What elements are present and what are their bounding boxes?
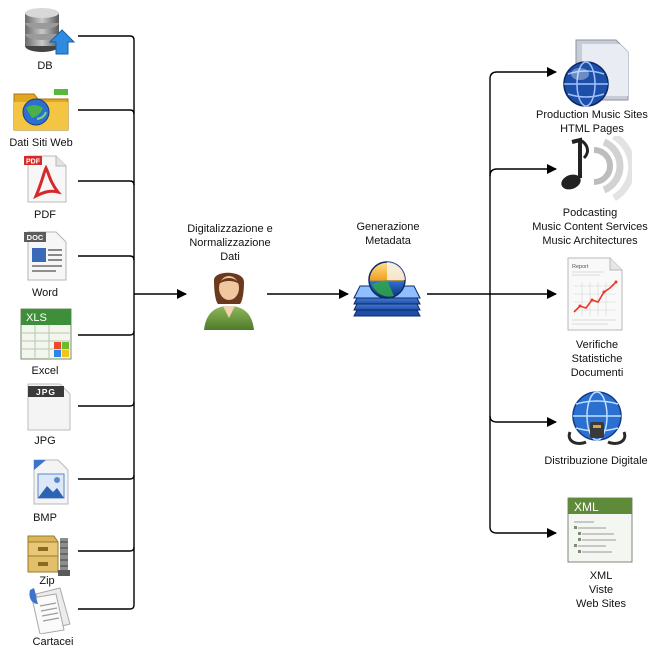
output-label-production: Production Music Sites HTML Pages [524,108,660,136]
source-label-excel: Excel [31,365,59,377]
digitization-label-line: Normalizzazione [189,237,271,249]
database-upload-icon [22,8,76,58]
output-label-line: Web Sites [576,598,626,610]
globe-folder-icon [558,36,634,110]
output-label-line: XML [589,570,613,582]
paper-documents-icon [26,584,78,635]
output-label-line: Music Content Services [532,221,648,233]
person-operator-icon [200,268,258,332]
output-label-line: Music Architectures [542,235,638,247]
source-label-word: Word [31,287,59,299]
xls-spreadsheet-icon: XLS [18,306,74,362]
source-label-jpg: JPG [34,435,56,447]
output-label-line: Viste [588,584,614,596]
digitization-label-line: Digitalizzazione e [187,223,273,235]
svg-text:Report: Report [572,264,589,270]
xml-document-icon: XML [566,496,634,564]
metadata-stack-icon [348,256,426,332]
source-label-db: DB [37,60,53,72]
metadata-label: Generazione Metadata [338,220,438,248]
source-label-web: Dati Siti Web [9,137,73,149]
output-label-line: Documenti [570,367,624,379]
report-chart-icon: Report [564,256,626,332]
zip-archive-icon [22,530,76,578]
svg-text:JPG: JPG [36,387,56,397]
output-label-line: Distribuzione Digitale [544,455,648,467]
output-label-line: Production Music Sites [536,109,648,121]
web-folder-globe-icon [10,84,72,136]
music-note-speaker-icon [556,132,636,202]
output-label-xml: XML Viste Web Sites [556,569,646,611]
metadata-label-line: Generazione [356,221,420,233]
svg-text:PDF: PDF [26,159,41,166]
source-label-bmp: BMP [33,512,57,524]
svg-text:XLS: XLS [26,312,47,324]
source-label-zip: Zip [39,575,55,587]
jpg-image-icon: JPG [22,382,74,432]
network-globe-icon [564,388,630,448]
output-label-line: Verifiche [575,339,619,351]
source-label-cartacei: Cartacei [32,636,74,648]
output-connectors [489,67,557,538]
doc-document-icon: DOC [22,228,72,284]
svg-text:DOC: DOC [27,233,44,242]
metadata-label-line: Metadata [365,235,411,247]
source-label-pdf: PDF [34,209,56,221]
output-label-line: Statistiche [571,353,623,365]
digitization-label: Digitalizzazione e Normalizzazione Dati [166,222,294,264]
digitization-label-line: Dati [220,251,240,263]
source-connectors [78,35,187,610]
output-label-verifiche: Verifiche Statistiche Documenti [554,338,640,380]
output-label-podcasting: Podcasting Music Content Services Music … [518,206,662,248]
svg-text:XML: XML [574,500,599,514]
pdf-document-icon: PDF [22,152,72,206]
bmp-image-icon [26,456,74,508]
output-label-distribuzione: Distribuzione Digitale [534,454,658,468]
output-label-line: Podcasting [562,207,618,219]
output-label-line: HTML Pages [560,123,624,135]
